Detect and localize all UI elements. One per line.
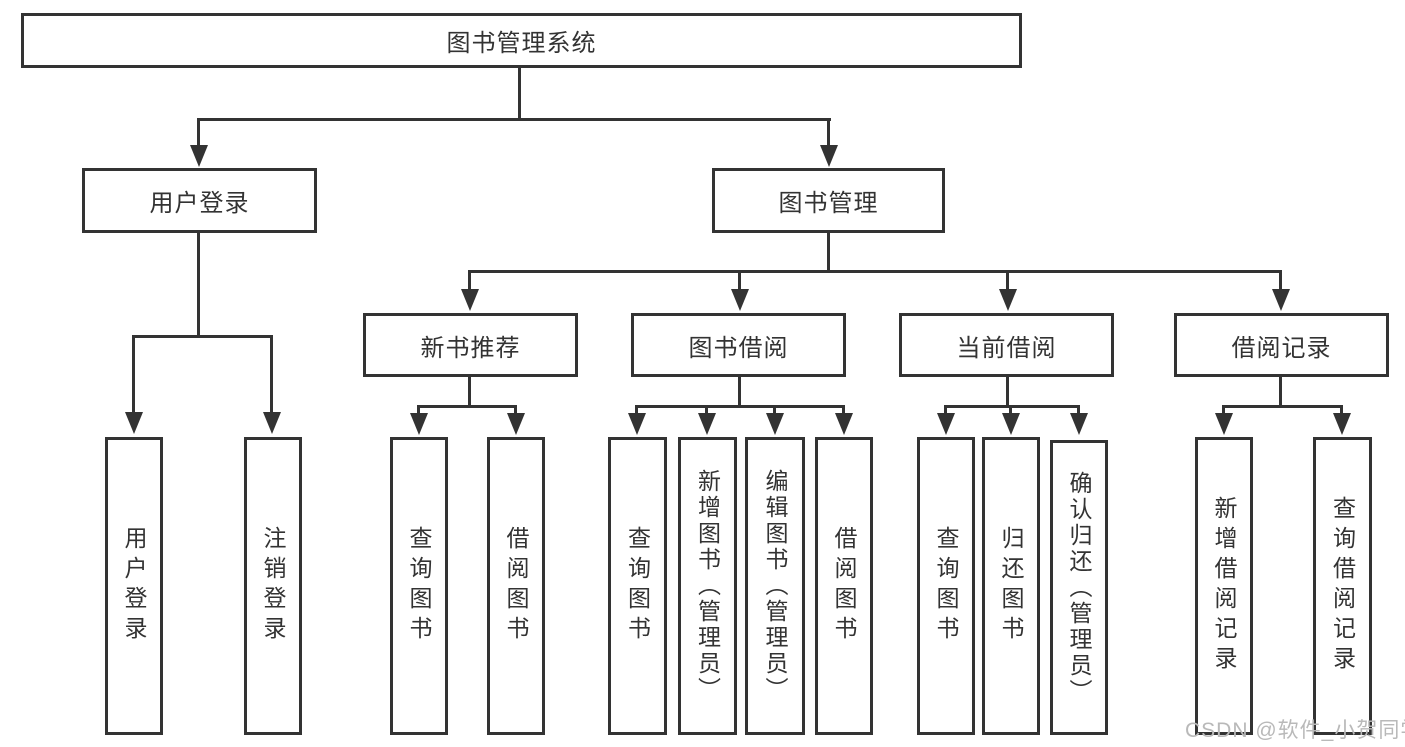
connector-root-stub [518,68,521,120]
connector-borrow-record-stub [1279,377,1282,408]
arrow-to-borrow-record [1272,289,1290,311]
leaf-bb-edit-books-admin: 编辑图书（管理员） [745,437,805,735]
arrow-to-bb-add [698,413,716,435]
leaf-cb-return-books-label: 归还图书 [998,526,1024,646]
arrow-to-user-login-branch [190,145,208,167]
arrow-to-bb-edit [766,413,784,435]
leaf-cb-query-books: 查询图书 [917,437,975,735]
arrow-to-new-book [461,289,479,311]
leaf-cb-return-books: 归还图书 [982,437,1040,735]
node-book-borrow-label: 图书借阅 [688,334,789,362]
connector-br-drop-1 [1222,408,1225,416]
leaf-cb-query-books-label: 查询图书 [933,526,959,646]
connector-cb-drop-2 [1009,408,1012,416]
connector-cb-drop-3 [1077,408,1080,416]
connector-new-book-drop-1 [417,408,420,416]
arrow-to-bb-borrow [835,413,853,435]
leaf-bb-borrow-books: 借阅图书 [815,437,873,735]
node-current-borrow: 当前借阅 [899,313,1114,377]
arrow-to-cb-query [937,413,955,435]
leaf-bb-add-books-admin: 新增图书（管理员） [678,437,737,735]
leaf-nb-query-books-label: 查询图书 [406,526,432,646]
leaf-br-query-record: 查询借阅记录 [1313,437,1372,735]
leaf-nb-borrow-books-label: 借阅图书 [503,526,529,646]
node-borrow-record: 借阅记录 [1174,313,1389,377]
node-user-login-branch: 用户登录 [82,168,317,233]
csdn-watermark: CSDN @软件_小贺同学 [1185,719,1405,742]
connector-l3-drop-4 [1279,273,1282,290]
leaf-user-login: 用户登录 [105,437,163,735]
arrow-to-cb-return [1002,413,1020,435]
leaf-bb-query-books: 查询图书 [608,437,667,735]
leaf-br-add-record-label: 新增借阅记录 [1211,496,1237,676]
arrow-to-br-add [1215,413,1233,435]
connector-book-borrow-stub [738,377,741,408]
connector-user-drop-1 [132,338,135,413]
connector-new-book-rail [417,405,517,408]
arrow-to-logout-leaf [263,412,281,434]
arrow-to-br-query [1333,413,1351,435]
node-root: 图书管理系统 [21,13,1022,68]
connector-current-borrow-rail [944,405,1080,408]
connector-l2-rail [197,118,831,121]
leaf-logout: 注销登录 [244,437,302,735]
node-book-mgmt-branch: 图书管理 [712,168,945,233]
arrow-to-current-borrow [999,289,1017,311]
connector-l2-drop-left [197,121,200,147]
connector-new-book-drop-2 [514,408,517,416]
connector-l2-drop-right [827,121,830,147]
connector-user-rail [132,335,273,338]
node-current-borrow-label: 当前借阅 [956,334,1057,362]
arrow-to-bb-query [628,413,646,435]
node-borrow-record-label: 借阅记录 [1231,334,1332,362]
connector-l3-drop-3 [1006,273,1009,290]
connector-book-borrow-rail [635,405,845,408]
arrow-to-nb-query [410,413,428,435]
leaf-nb-query-books: 查询图书 [390,437,448,735]
node-user-login-branch-label: 用户登录 [149,190,250,217]
arrow-to-nb-borrow [507,413,525,435]
leaf-cb-confirm-return-admin: 确认归还（管理员） [1050,440,1108,735]
leaf-bb-add-books-admin-label: 新增图书（管理员） [694,469,721,703]
leaf-bb-query-books-label: 查询图书 [624,526,651,646]
leaf-logout-label: 注销登录 [260,526,286,646]
connector-user-stub [197,233,200,337]
connector-l3-drop-2 [738,273,741,290]
node-new-book: 新书推荐 [363,313,578,377]
arrow-to-book-mgmt-branch [820,145,838,167]
node-new-book-label: 新书推荐 [420,334,521,362]
connector-mgmt-stub [827,233,830,272]
leaf-bb-borrow-books-label: 借阅图书 [831,526,857,646]
arrow-to-book-borrow [731,289,749,311]
connector-l3-rail [468,270,1282,273]
connector-cb-drop-1 [944,408,947,416]
connector-bb-drop-2 [705,408,708,416]
connector-bb-drop-3 [773,408,776,416]
connector-current-borrow-stub [1006,377,1009,408]
connector-borrow-record-rail [1222,405,1343,408]
leaf-user-login-label: 用户登录 [121,526,147,646]
connector-user-drop-2 [270,338,273,413]
leaf-bb-edit-books-admin-label: 编辑图书（管理员） [762,469,788,703]
arrow-to-user-login-leaf [125,412,143,434]
connector-bb-drop-4 [842,408,845,416]
node-book-borrow: 图书借阅 [631,313,846,377]
leaf-br-query-record-label: 查询借阅记录 [1329,496,1356,676]
leaf-cb-confirm-return-admin-label: 确认归还（管理员） [1066,470,1092,705]
node-root-label: 图书管理系统 [446,30,597,57]
connector-l3-drop-1 [468,273,471,290]
leaf-br-add-record: 新增借阅记录 [1195,437,1253,735]
node-book-mgmt-branch-label: 图书管理 [778,190,879,217]
leaf-nb-borrow-books: 借阅图书 [487,437,545,735]
connector-br-drop-2 [1340,408,1343,416]
connector-bb-drop-1 [635,408,638,416]
arrow-to-cb-confirm [1070,413,1088,435]
connector-new-book-stub [468,377,471,408]
